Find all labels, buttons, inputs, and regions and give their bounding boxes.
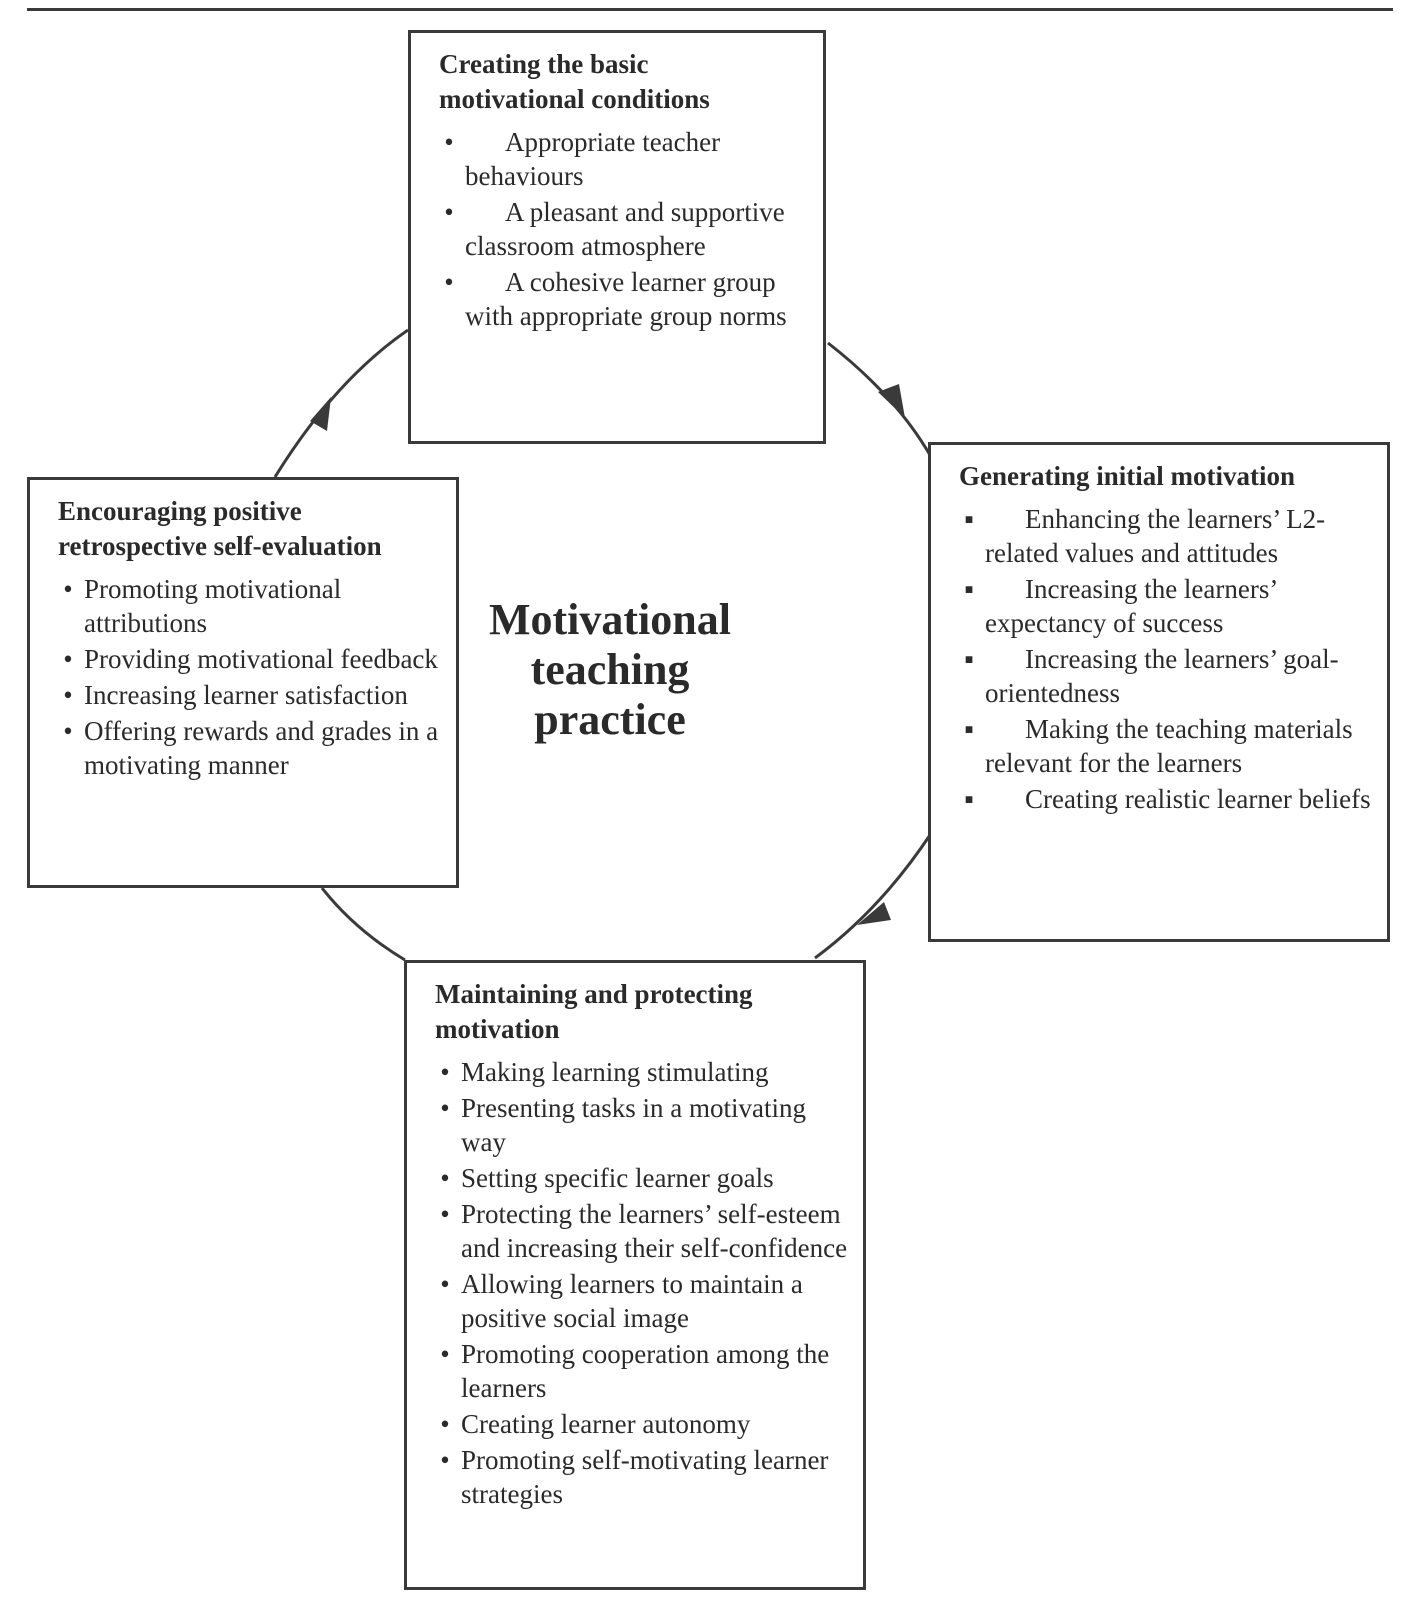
list-item: •Increasing learner satisfaction xyxy=(58,678,446,712)
center-title: Motivational teaching practice xyxy=(460,595,760,745)
center-title-line3: practice xyxy=(534,695,686,744)
box-maintaining-motivation: Maintaining and protecting motivation •M… xyxy=(404,960,866,1590)
square-bullet-icon: ▪ xyxy=(964,784,974,814)
item-list: •Making learning stimulating •Presenting… xyxy=(435,1055,849,1511)
box-self-evaluation: Encouraging positive retrospective self-… xyxy=(27,477,459,888)
box-initial-motivation: Generating initial motivation ▪Enhancing… xyxy=(928,442,1390,942)
bullet-icon: • xyxy=(440,1339,450,1369)
box-title-line2: retrospective self-evaluation xyxy=(58,531,382,561)
bullet-icon: • xyxy=(440,1199,450,1229)
square-bullet-icon: ▪ xyxy=(964,644,974,674)
list-item: •Providing motivational feedback xyxy=(58,642,446,676)
arc-bottom-to-left xyxy=(320,887,406,962)
top-rule xyxy=(27,8,1393,11)
arc-left-to-top xyxy=(273,328,409,478)
bullet-icon: • xyxy=(63,716,73,746)
bullet-icon: • xyxy=(444,267,454,297)
bullet-icon: • xyxy=(440,1057,450,1087)
box-title: Encouraging positive retrospective self-… xyxy=(58,494,446,564)
list-item: •Making learning stimulating xyxy=(435,1055,849,1089)
bullet-icon: • xyxy=(444,197,454,227)
item-list: •Appropriate teacher behaviours •A pleas… xyxy=(439,125,805,333)
box-title-line2: motivation xyxy=(435,1014,560,1044)
list-item: •Creating learner autonomy xyxy=(435,1407,849,1441)
list-item: •Promoting motivational attributions xyxy=(58,572,446,640)
list-item: •Presenting tasks in a motivating way xyxy=(435,1091,849,1159)
list-item: •Protecting the learners’ self-esteem an… xyxy=(435,1197,849,1265)
list-item: ▪Increasing the learners’ expectancy of … xyxy=(959,572,1373,640)
bullet-icon: • xyxy=(440,1409,450,1439)
bullet-icon: • xyxy=(440,1445,450,1475)
box-title-line1: Encouraging positive xyxy=(58,496,302,526)
box-title-line2: motivational conditions xyxy=(439,84,710,114)
box-title-line1: Maintaining and protecting xyxy=(435,979,753,1009)
list-item: •Appropriate teacher behaviours xyxy=(439,125,805,193)
item-list: •Promoting motivational attributions •Pr… xyxy=(58,572,446,782)
list-item: ▪Increasing the learners’ goal-orientedn… xyxy=(959,642,1373,710)
square-bullet-icon: ▪ xyxy=(964,574,974,604)
list-item: •Promoting self-motivating learner strat… xyxy=(435,1443,849,1511)
arrowhead-left-to-top xyxy=(310,397,331,431)
bullet-icon: • xyxy=(440,1269,450,1299)
list-item: •Allowing learners to maintain a positiv… xyxy=(435,1267,849,1335)
center-title-line1: Motivational xyxy=(489,595,731,644)
box-title: Generating initial motivation xyxy=(959,461,1295,491)
box-title-line1: Creating the basic xyxy=(439,49,649,79)
item-list: ▪Enhancing the learners’ L2-related valu… xyxy=(959,502,1373,816)
list-item: ▪Creating realistic learner beliefs xyxy=(959,782,1373,816)
arc-top-to-right xyxy=(827,341,932,456)
list-item: •Promoting cooperation among the learner… xyxy=(435,1337,849,1405)
bullet-icon: • xyxy=(440,1093,450,1123)
list-item: •A pleasant and supportive classroom atm… xyxy=(439,195,805,263)
box-title: Maintaining and protecting motivation xyxy=(435,977,849,1047)
square-bullet-icon: ▪ xyxy=(964,504,974,534)
bullet-icon: • xyxy=(63,680,73,710)
box-basic-conditions: Creating the basic motivational conditio… xyxy=(408,30,826,444)
list-item: ▪Enhancing the learners’ L2-related valu… xyxy=(959,502,1373,570)
bullet-icon: • xyxy=(444,127,454,157)
bullet-icon: • xyxy=(63,574,73,604)
center-title-line2: teaching xyxy=(530,645,690,694)
list-item: •Setting specific learner goals xyxy=(435,1161,849,1195)
bullet-icon: • xyxy=(63,644,73,674)
box-title: Creating the basic motivational conditio… xyxy=(439,47,805,117)
arrowhead-right-to-bottom xyxy=(857,902,891,925)
list-item: ▪Making the teaching materials relevant … xyxy=(959,712,1373,780)
bullet-icon: • xyxy=(440,1163,450,1193)
list-item: •A cohesive learner group with appropria… xyxy=(439,265,805,333)
list-item: •Offering rewards and grades in a motiva… xyxy=(58,714,446,782)
arc-right-to-bottom xyxy=(814,834,932,960)
square-bullet-icon: ▪ xyxy=(964,714,974,744)
arrowhead-top-to-right xyxy=(878,384,905,418)
